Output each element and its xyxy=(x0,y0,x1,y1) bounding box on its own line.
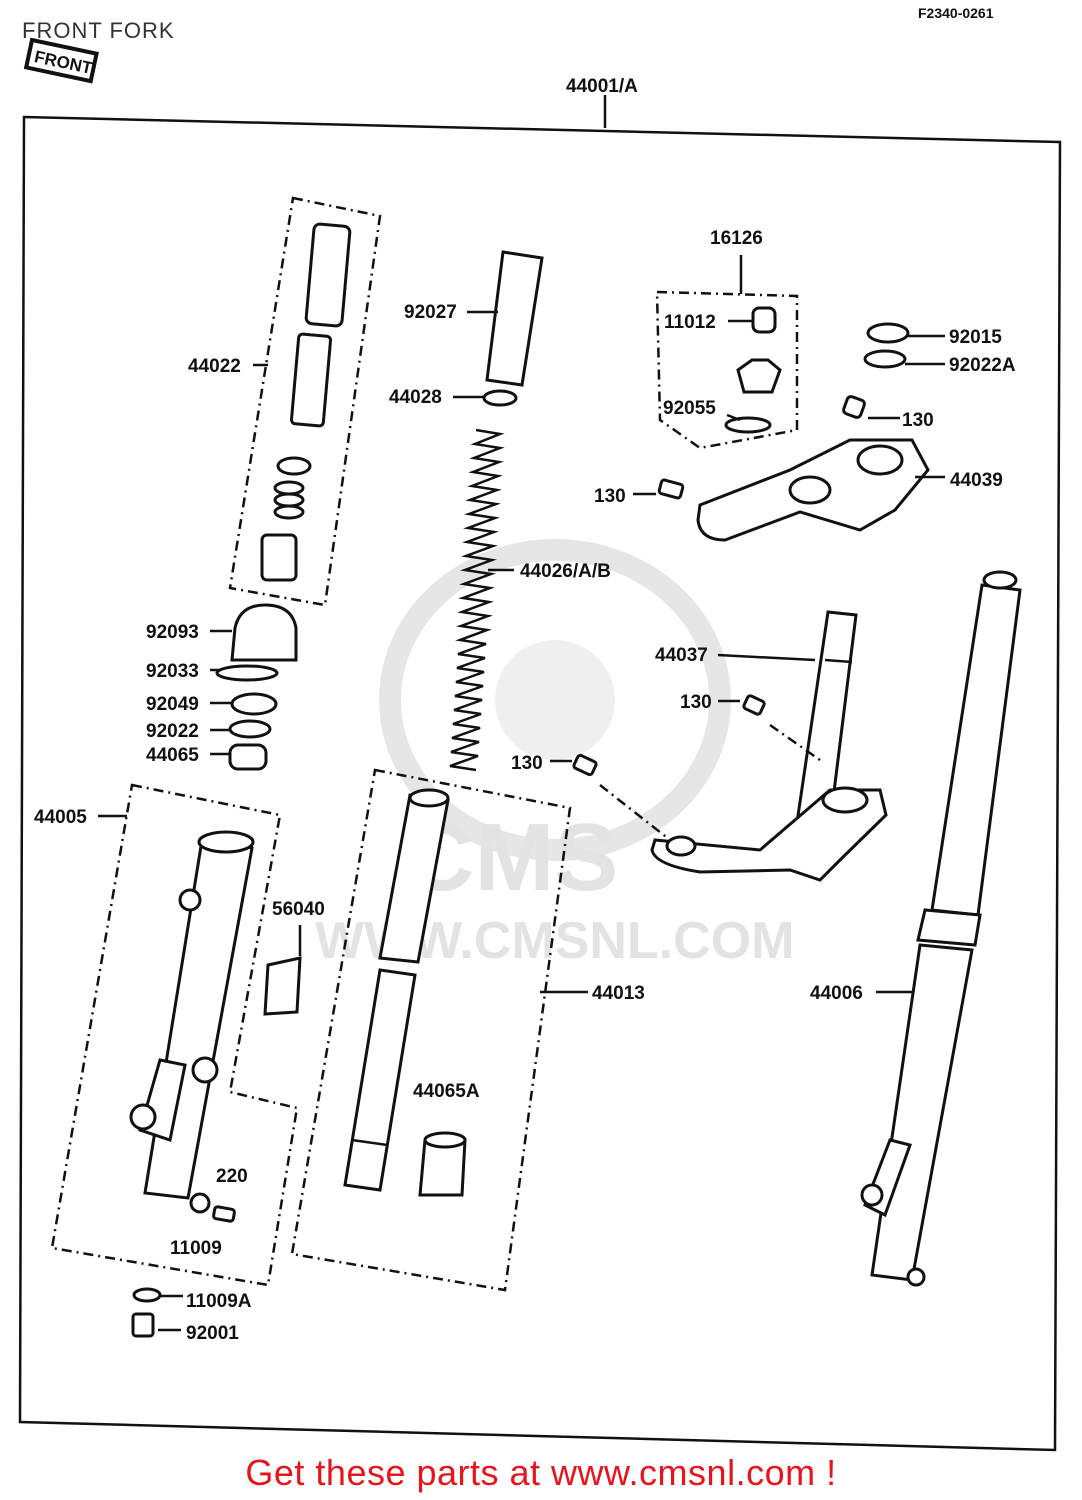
part-label-44026[interactable]: 44026/A/B xyxy=(520,561,611,582)
upper-bracket-drawing xyxy=(657,395,930,542)
part-label-11012[interactable]: 11012 xyxy=(664,312,716,333)
part-label-130-bracket[interactable]: 130 xyxy=(594,486,626,507)
part-label-130-lower[interactable]: 130 xyxy=(511,753,543,774)
diagram-code: F2340-0261 xyxy=(918,5,994,21)
part-label-16126[interactable]: 16126 xyxy=(710,228,763,249)
steering-stem-drawing xyxy=(572,610,888,882)
part-label-92033[interactable]: 92033 xyxy=(146,661,199,682)
cap-washers-drawing xyxy=(863,322,910,369)
buy-parts-link-text[interactable]: Get these parts at www.cmsnl.com ! xyxy=(245,1452,837,1493)
damper-rod-drawing xyxy=(260,222,352,582)
part-label-92027[interactable]: 92027 xyxy=(404,302,457,323)
part-label-220[interactable]: 220 xyxy=(216,1166,248,1187)
fork-leg-assembly-drawing xyxy=(860,570,1022,1287)
damper-kit-outline xyxy=(228,196,382,607)
assembly-frame xyxy=(18,115,1062,1452)
part-label-92093[interactable]: 92093 xyxy=(146,622,199,643)
part-label-56040[interactable]: 56040 xyxy=(272,899,325,920)
part-label-44022[interactable]: 44022 xyxy=(188,356,241,377)
inner-tube-drawing xyxy=(343,788,467,1197)
part-label-44065a[interactable]: 44065A xyxy=(413,1081,480,1102)
part-label-11009[interactable]: 11009 xyxy=(170,1238,222,1259)
part-label-44037[interactable]: 44037 xyxy=(655,645,708,666)
part-label-44065[interactable]: 44065 xyxy=(146,745,199,766)
part-label-44001a[interactable]: 44001/A xyxy=(566,76,638,97)
part-label-92049[interactable]: 92049 xyxy=(146,694,199,715)
stem-kit-outline xyxy=(655,290,799,450)
part-label-130-stem[interactable]: 130 xyxy=(680,692,712,713)
buy-parts-link[interactable]: Get these parts at www.cmsnl.com ! xyxy=(0,1452,1082,1494)
slide-bushing-drawing xyxy=(263,956,302,1016)
part-label-92015[interactable]: 92015 xyxy=(949,327,1002,348)
inner-tube-kit-outline xyxy=(290,768,572,1292)
part-label-44006[interactable]: 44006 xyxy=(810,983,863,1004)
part-label-92022a[interactable]: 92022A xyxy=(949,355,1016,376)
part-label-92055[interactable]: 92055 xyxy=(663,398,716,419)
diagram-title: FRONT FORK xyxy=(22,18,175,43)
part-label-92001[interactable]: 92001 xyxy=(186,1323,239,1344)
part-label-44028[interactable]: 44028 xyxy=(389,387,442,408)
part-label-44013[interactable]: 44013 xyxy=(592,983,645,1004)
fork-seal-drawing xyxy=(215,603,298,771)
fork-spacer-drawing xyxy=(449,250,544,772)
part-label-92022[interactable]: 92022 xyxy=(146,721,199,742)
part-label-44039[interactable]: 44039 xyxy=(950,470,1003,491)
part-label-44005[interactable]: 44005 xyxy=(34,807,87,828)
steering-stem-nut-drawing xyxy=(724,306,782,434)
outer-tube-drawing xyxy=(129,830,255,1223)
drain-screw-drawing xyxy=(131,1287,162,1338)
front-direction-stamp: FRONT xyxy=(23,37,99,84)
part-label-11009a[interactable]: 11009A xyxy=(186,1291,252,1312)
part-label-130-upper[interactable]: 130 xyxy=(902,410,934,431)
